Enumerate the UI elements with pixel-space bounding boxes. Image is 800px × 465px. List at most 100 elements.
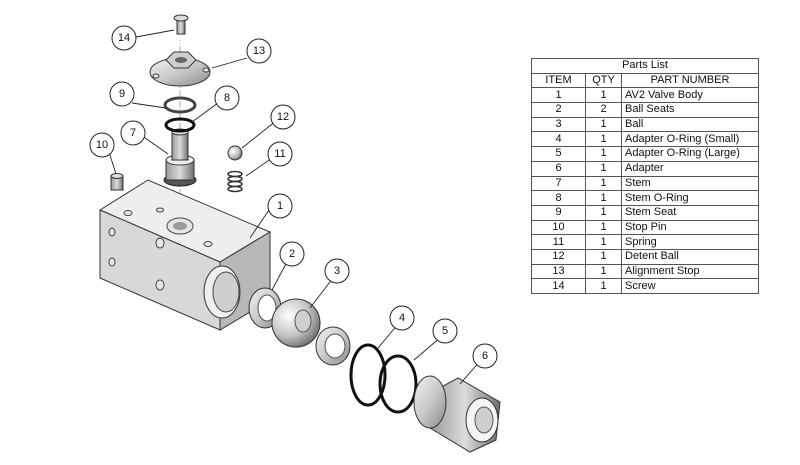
header-qty: QTY xyxy=(585,72,622,89)
part-screw xyxy=(173,14,189,35)
row-qty: 1 xyxy=(585,160,622,177)
balloon-3-label: 3 xyxy=(334,265,340,277)
row-item: 3 xyxy=(531,116,586,133)
row-qty: 1 xyxy=(585,146,622,162)
row-item: 7 xyxy=(531,175,586,192)
balloon-4-label: 4 xyxy=(399,312,405,324)
balloon-7: 7 xyxy=(120,120,146,146)
row-item: 5 xyxy=(531,146,586,162)
row-part-number: Stem xyxy=(621,175,759,192)
part-stem-o-ring xyxy=(164,117,196,133)
balloon-2: 2 xyxy=(279,241,305,267)
row-qty: 2 xyxy=(585,102,622,118)
row-item: 14 xyxy=(531,278,586,294)
balloon-10-label: 10 xyxy=(96,139,108,151)
balloon-1: 1 xyxy=(267,193,293,219)
row-item: 2 xyxy=(531,102,586,118)
row-part-number: Stop Pin xyxy=(621,219,759,236)
balloon-10: 10 xyxy=(89,132,115,158)
balloon-2-label: 2 xyxy=(289,248,295,260)
row-qty: 1 xyxy=(585,248,622,265)
part-adapter-o-ring-small xyxy=(349,343,387,407)
balloon-8: 8 xyxy=(214,85,240,111)
row-part-number: Ball xyxy=(621,116,759,133)
part-stop-pin xyxy=(110,173,124,191)
row-qty: 1 xyxy=(585,278,622,294)
row-item: 4 xyxy=(531,131,586,148)
part-ball xyxy=(271,298,321,348)
row-item: 6 xyxy=(531,160,586,177)
balloon-6-label: 6 xyxy=(482,350,488,362)
row-part-number: AV2 Valve Body xyxy=(621,87,759,104)
row-part-number: Adapter O-Ring (Large) xyxy=(621,146,759,162)
row-part-number: Stem O-Ring xyxy=(621,190,759,206)
part-ball-seat-2 xyxy=(315,326,351,366)
row-part-number: Spring xyxy=(621,234,759,250)
row-item: 11 xyxy=(531,234,586,250)
row-qty: 1 xyxy=(585,116,622,133)
balloon-9: 9 xyxy=(109,81,135,107)
balloon-13-label: 13 xyxy=(253,45,265,57)
balloon-13: 13 xyxy=(246,38,272,64)
row-qty: 1 xyxy=(585,219,622,236)
row-part-number: Adapter O-Ring (Small) xyxy=(621,131,759,148)
row-qty: 1 xyxy=(585,263,622,280)
row-qty: 1 xyxy=(585,190,622,206)
balloon-11-label: 11 xyxy=(274,148,285,160)
balloon-12-label: 12 xyxy=(277,111,289,123)
row-qty: 1 xyxy=(585,204,622,221)
balloon-14-label: 14 xyxy=(118,32,130,44)
row-item: 1 xyxy=(531,87,586,104)
row-part-number: Ball Seats xyxy=(621,102,759,118)
balloon-5-label: 5 xyxy=(442,325,448,337)
row-qty: 1 xyxy=(585,234,622,250)
row-qty: 1 xyxy=(585,131,622,148)
row-part-number: Detent Ball xyxy=(621,248,759,265)
balloon-4: 4 xyxy=(389,305,415,331)
parts-list-title: Parts List xyxy=(531,58,759,74)
row-item: 9 xyxy=(531,204,586,221)
balloon-6: 6 xyxy=(472,343,498,369)
balloon-12: 12 xyxy=(270,104,296,130)
balloon-3: 3 xyxy=(324,258,350,284)
part-valve-body xyxy=(98,179,272,331)
exploded-assembly-drawing: 14 13 9 8 12 7 10 11 1 2 3 4 5 6 xyxy=(89,14,501,453)
part-adapter-o-ring-large xyxy=(378,354,418,414)
balloon-5: 5 xyxy=(432,318,458,344)
balloon-8-label: 8 xyxy=(224,92,230,104)
row-item: 13 xyxy=(531,263,586,280)
balloon-1-label: 1 xyxy=(277,200,283,212)
part-alignment-stop xyxy=(149,51,211,87)
part-adapter xyxy=(413,375,501,453)
row-part-number: Stem Seat xyxy=(621,204,759,221)
row-item: 10 xyxy=(531,219,586,236)
row-qty: 1 xyxy=(585,175,622,192)
row-part-number: Screw xyxy=(621,278,759,294)
part-stem-seat xyxy=(163,96,197,114)
row-part-number: Adapter xyxy=(621,160,759,177)
balloon-14: 14 xyxy=(111,25,137,51)
part-spring xyxy=(227,170,243,193)
part-detent-ball xyxy=(227,145,243,161)
row-item: 8 xyxy=(531,190,586,206)
balloon-7-label: 7 xyxy=(130,127,136,139)
part-stem xyxy=(163,128,197,187)
header-item: ITEM xyxy=(531,72,586,89)
row-qty: 1 xyxy=(585,87,622,104)
